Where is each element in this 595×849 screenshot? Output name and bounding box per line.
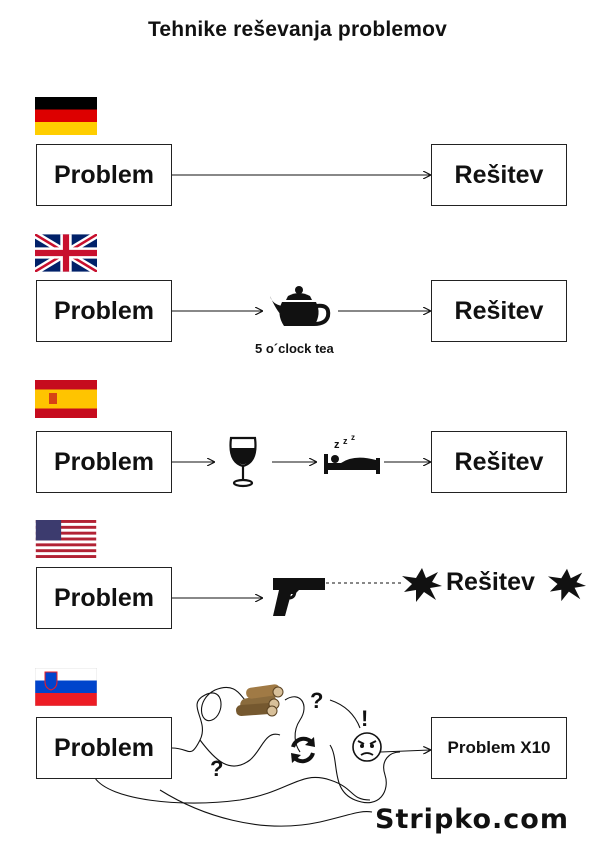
sleeping-bed-icon: z z z xyxy=(324,434,380,474)
solution-box-slovenia: Problem X10 xyxy=(431,717,567,779)
solution-box-spain: Rešitev xyxy=(431,431,567,493)
teatime-caption: 5 o´clock tea xyxy=(255,341,334,356)
squiggle-line xyxy=(171,686,246,753)
explosion-icon xyxy=(402,568,442,602)
question-mark: ? xyxy=(210,756,224,781)
flag-spain-icon xyxy=(35,380,97,418)
arrow-slovenia xyxy=(379,750,430,752)
explosion-icon xyxy=(548,568,586,602)
logs-icon xyxy=(236,684,284,717)
exclamation-mark: ! xyxy=(361,706,369,731)
svg-text:z: z xyxy=(351,434,355,442)
svg-text:z: z xyxy=(343,436,348,446)
flag-usa-icon xyxy=(35,520,97,558)
gun-icon xyxy=(273,578,325,616)
teapot-icon xyxy=(270,286,331,326)
flag-uk-icon xyxy=(35,234,97,272)
flag-germany-icon xyxy=(35,97,97,135)
refresh-icon xyxy=(291,736,315,764)
stripko-watermark: Stripko.com xyxy=(375,804,569,835)
angry-face-icon xyxy=(352,732,382,762)
problem-box-germany: Problem xyxy=(36,144,172,206)
squiggle-line xyxy=(199,733,281,767)
flag-slovenia-icon xyxy=(35,668,97,706)
problem-box-slovenia: Problem xyxy=(36,717,172,779)
solution-box-germany: Rešitev xyxy=(431,144,567,206)
svg-text:z: z xyxy=(334,439,340,451)
squiggle-line xyxy=(329,699,361,729)
problem-box-spain: Problem xyxy=(36,431,172,493)
problem-box-usa: Problem xyxy=(36,567,172,629)
problem-box-uk: Problem xyxy=(36,280,172,342)
question-mark: ? xyxy=(310,688,324,713)
squiggle-line xyxy=(329,744,401,804)
solution-box-uk: Rešitev xyxy=(431,280,567,342)
solution-label-usa: Rešitev xyxy=(446,568,535,596)
squiggle-line xyxy=(284,696,305,753)
page-title: Tehnike reševanja problemov xyxy=(147,18,448,41)
wine-glass-icon xyxy=(229,436,257,488)
squiggle-line xyxy=(94,776,371,804)
squiggle-line xyxy=(159,789,373,827)
